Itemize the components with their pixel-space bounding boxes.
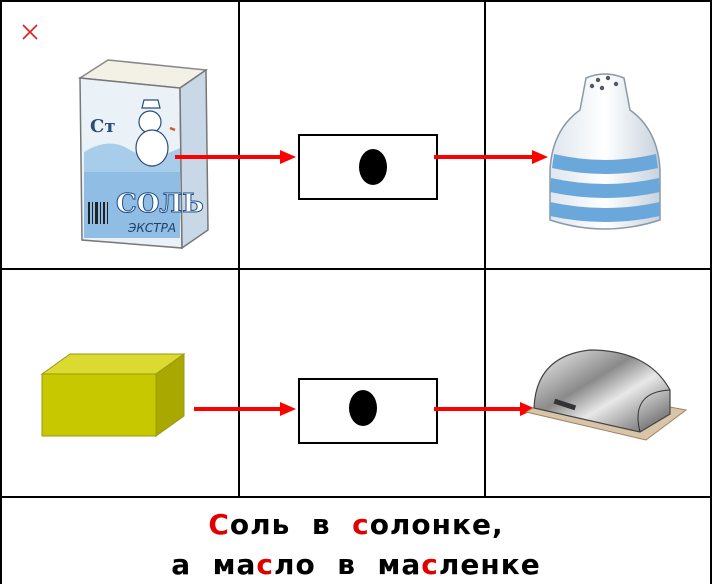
caption-letter: С — [208, 508, 230, 541]
salt-box-sub: ЭКСТРА — [127, 221, 176, 235]
grid-border-right — [710, 0, 712, 584]
close-icon[interactable] — [20, 22, 42, 44]
grid-line-row1 — [0, 268, 712, 270]
arrow-box-to-dish — [434, 402, 536, 416]
grid-line-row2 — [0, 496, 712, 498]
salt-shaker-icon — [549, 73, 661, 230]
arrow-butter-to-box — [194, 402, 296, 416]
caption-letter: с — [421, 548, 439, 581]
butter-block-icon — [40, 353, 186, 437]
salt-box-top-text: Ст — [90, 116, 115, 137]
arrow-box-to-shaker — [434, 150, 548, 164]
grid-line-col1 — [238, 0, 240, 496]
caption-text: олонке, — [369, 508, 504, 541]
caption-line-2: а масло в масленке — [0, 548, 712, 581]
arrow-salt-to-box — [175, 150, 296, 164]
caption-text: а ма — [171, 548, 257, 581]
caption-text: оль в — [229, 508, 353, 541]
caption-text: ло в ма — [274, 548, 422, 581]
scheme-dot-top — [359, 149, 387, 185]
barcode — [88, 202, 108, 224]
scheme-dot-bottom — [349, 390, 377, 426]
salt-box-icon: Ст СОЛЬ ЭКСТРА — [77, 59, 209, 250]
salt-box-brand: СОЛЬ — [116, 189, 204, 219]
grid-line-col2 — [484, 0, 486, 496]
caption-letter: с — [256, 548, 275, 581]
butter-dish-icon — [524, 349, 688, 441]
grid-border-top — [0, 0, 712, 2]
caption-text: ленке — [438, 548, 541, 581]
grid-border-left — [0, 0, 2, 584]
caption-letter: с — [352, 508, 370, 541]
caption-line-1: Соль в солонке, — [0, 508, 712, 541]
